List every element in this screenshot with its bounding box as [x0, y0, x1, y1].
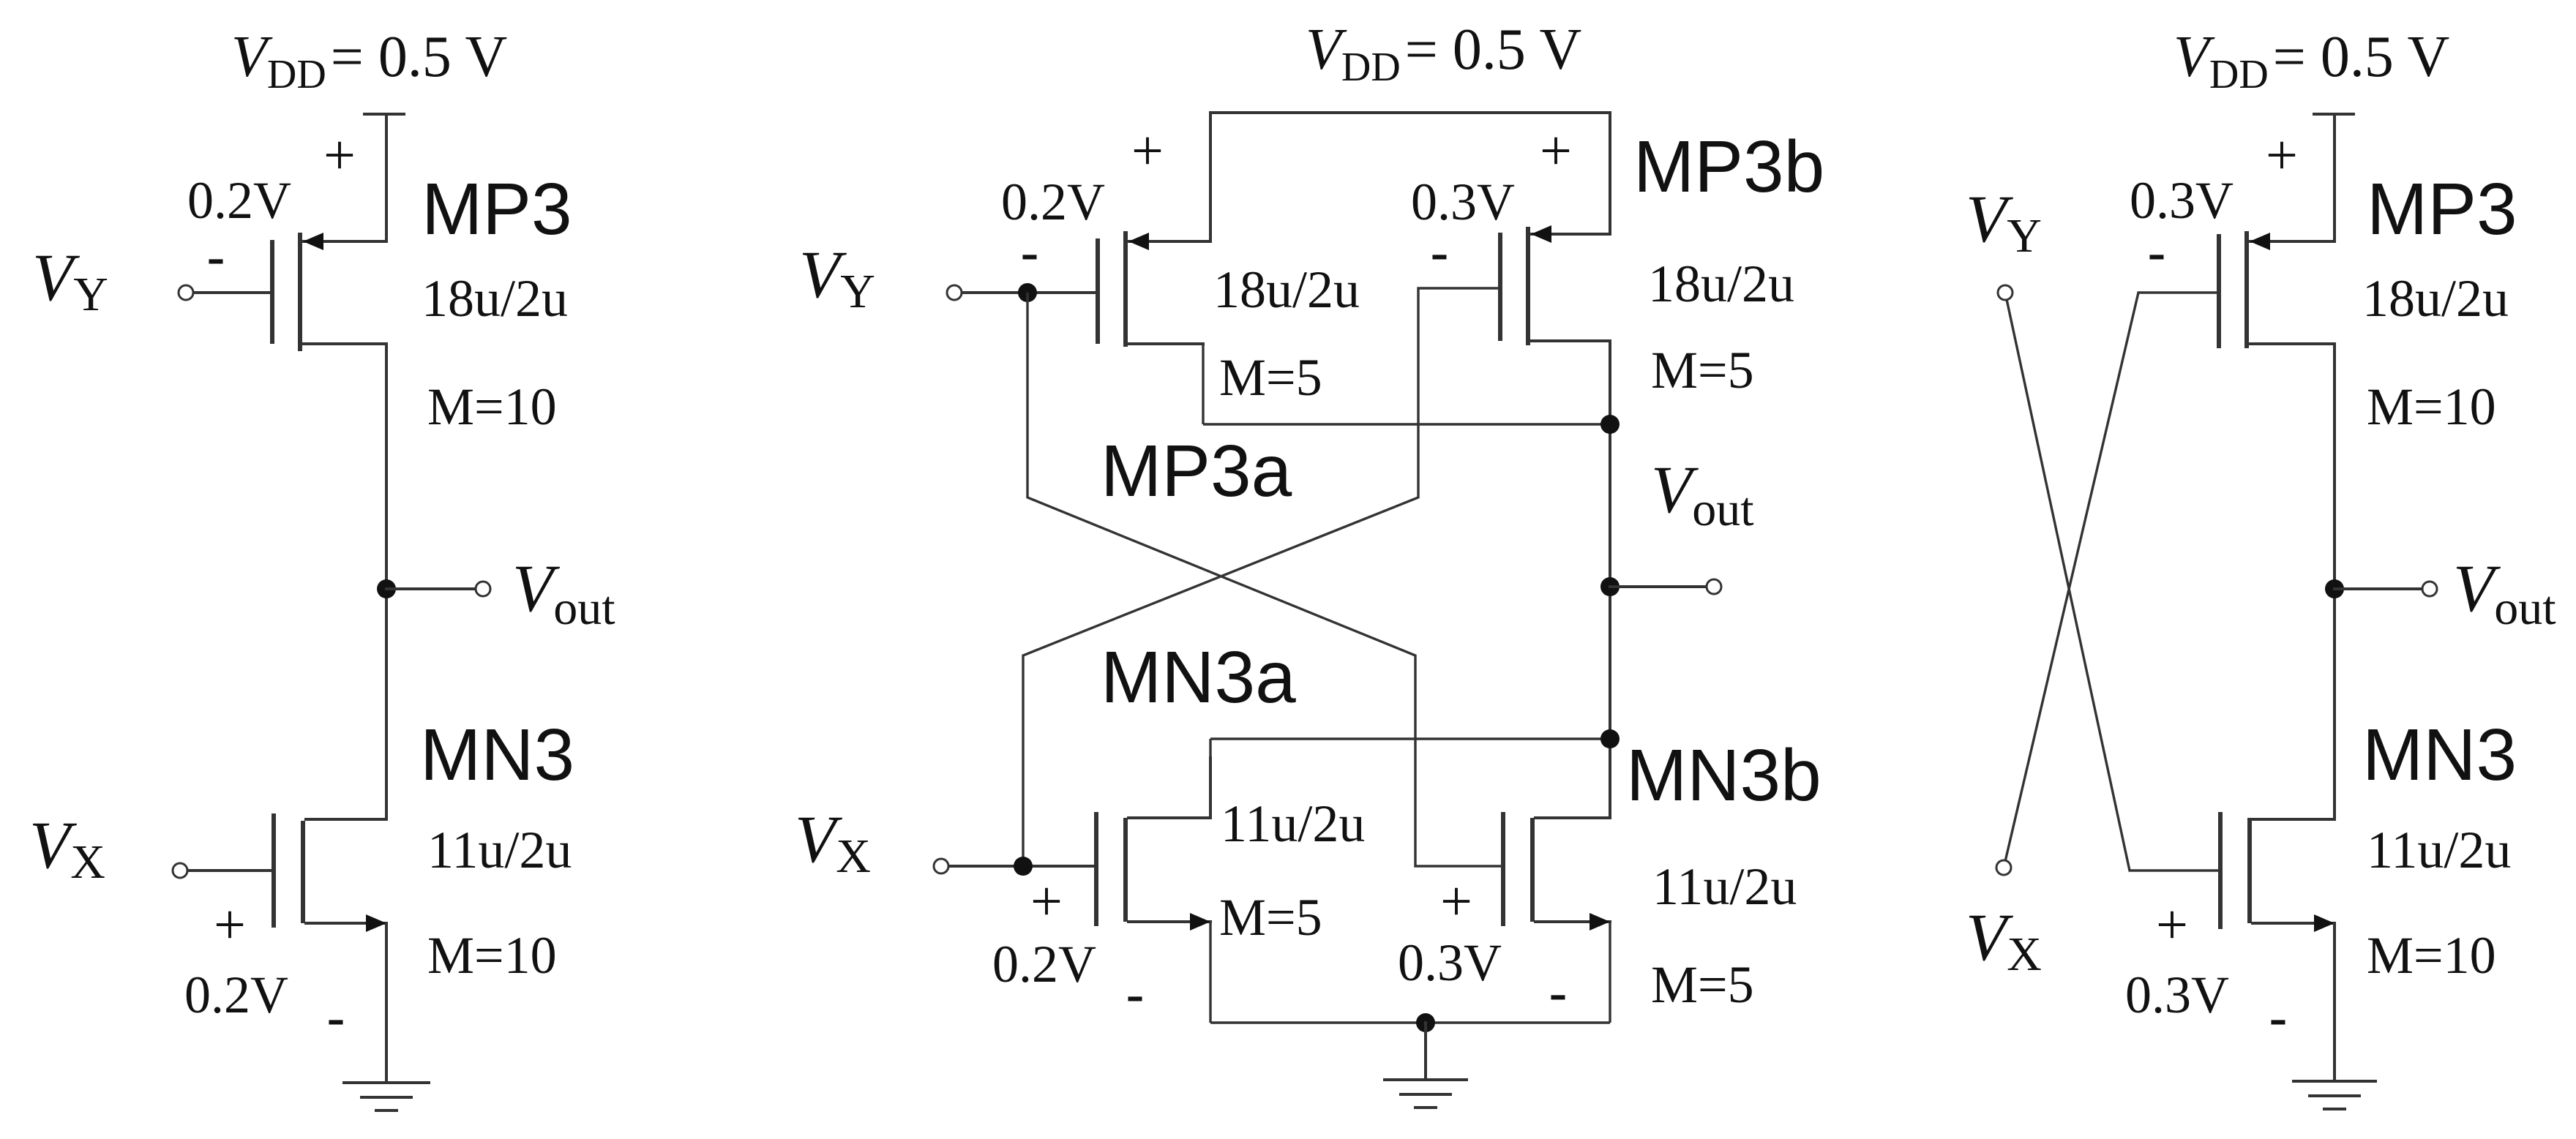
right-vy-terminal	[1996, 284, 2014, 301]
right-vx-terminal	[1995, 859, 2012, 876]
right-mn3-mult: M=10	[2367, 926, 2496, 985]
middle-mp3b-name: MP3b	[1633, 126, 1824, 208]
middle-mn3b-minus: -	[1549, 961, 1568, 1025]
middle-vdd-label: VDD= 0.5 V	[1306, 18, 1581, 90]
middle-mn3a-size: 11u/2u	[1221, 794, 1365, 853]
right-mp3-minus: -	[2147, 220, 2166, 285]
middle-mn3a-plus: +	[1030, 869, 1063, 933]
middle-circuit: VDD= 0.5 V VY	[795, 18, 1824, 1109]
left-mn3-size: 11u/2u	[427, 821, 572, 879]
left-out-terminal	[474, 580, 492, 598]
middle-mp3a-plus: +	[1131, 119, 1164, 182]
left-nmos-arrow	[366, 914, 386, 932]
middle-nmos-mn3a	[1094, 756, 1212, 931]
right-pmos-mp3	[2217, 231, 2336, 348]
right-nmos-mn3	[2218, 812, 2336, 932]
middle-ground-symbol	[1383, 1078, 1468, 1109]
middle-cross-wire-vx	[1022, 287, 1500, 866]
left-vy-label: VY	[32, 240, 108, 321]
middle-mp3a-bias: 0.2V	[1001, 173, 1105, 231]
middle-mp3a-name: MP3a	[1101, 430, 1292, 512]
middle-vy-label: VY	[799, 237, 875, 318]
left-circuit: VDD= 0.5 V VY Vout	[29, 25, 615, 1112]
right-mp3-name: MP3	[2367, 168, 2517, 250]
left-vdd-label: VDD= 0.5 V	[231, 25, 507, 97]
middle-mp3b-minus: -	[1430, 220, 1449, 285]
middle-pmos-node	[1600, 415, 1620, 434]
right-mp3-bias: 0.3V	[2130, 171, 2234, 230]
right-ground-symbol	[2292, 1080, 2377, 1110]
left-mn3-plus: +	[214, 892, 246, 956]
right-vy-label: VY	[1966, 181, 2042, 263]
middle-out-terminal	[1705, 578, 1723, 595]
right-mn3-name: MN3	[2362, 714, 2517, 796]
right-mp3-plus: +	[2266, 123, 2298, 187]
middle-mp3b-size: 18u/2u	[1648, 255, 1794, 313]
middle-mn3b-plus: +	[1440, 869, 1472, 933]
left-vy-terminal	[177, 284, 195, 301]
middle-nmos-mn3b	[1501, 812, 1611, 931]
middle-mn3b-mult: M=5	[1651, 955, 1754, 1014]
middle-mp3b-bias: 0.3V	[1411, 173, 1515, 231]
middle-mn3a-arrow	[1190, 913, 1210, 931]
middle-mn3a-minus: -	[1126, 962, 1145, 1026]
middle-pmos-mp3b	[1498, 225, 1611, 345]
right-mn3-plus: +	[2156, 892, 2188, 956]
middle-mn3b-size: 11u/2u	[1652, 857, 1797, 916]
left-mp3-plus: +	[323, 123, 356, 187]
middle-mp3a-mult: M=5	[1219, 348, 1322, 407]
middle-vx-terminal	[932, 857, 950, 875]
right-vout-label: Vout	[2453, 551, 2556, 635]
left-mp3-name: MP3	[422, 168, 572, 250]
middle-vy-terminal	[946, 284, 963, 301]
left-mp3-mult: M=10	[427, 377, 557, 436]
right-mp3-size: 18u/2u	[2362, 269, 2509, 328]
left-pmos-arrow	[303, 233, 323, 250]
middle-mp3a-size: 18u/2u	[1213, 260, 1360, 319]
middle-vx-label: VX	[795, 802, 871, 883]
middle-mp3a-arrow	[1128, 233, 1149, 250]
right-out-terminal	[2421, 580, 2438, 598]
middle-mn3a-name: MN3a	[1101, 636, 1296, 718]
middle-cross-wire-vy	[1026, 293, 1503, 868]
right-pmos-arrow	[2250, 233, 2270, 250]
left-mp3-bias: 0.2V	[187, 171, 291, 230]
middle-mn3a-bias: 0.2V	[992, 935, 1096, 993]
left-pmos-mp3	[270, 233, 388, 351]
right-vdd-label: VDD= 0.5 V	[2174, 25, 2449, 97]
middle-vout-label: Vout	[1651, 452, 1754, 536]
right-mp3-mult: M=10	[2367, 377, 2496, 436]
right-mn3-size: 11u/2u	[2367, 821, 2511, 879]
left-mn3-mult: M=10	[427, 926, 557, 985]
left-mp3-size: 18u/2u	[422, 269, 568, 328]
middle-mn3b-arrow	[1590, 913, 1610, 931]
middle-mp3b-mult: M=5	[1651, 341, 1754, 399]
right-cross-wire-vx	[2002, 291, 2219, 868]
middle-mn3a-mult: M=5	[1219, 888, 1322, 947]
right-cross-wire-vy	[2004, 292, 2219, 872]
left-mn3-name: MN3	[420, 714, 574, 796]
left-nmos-mn3	[272, 813, 388, 932]
middle-vx-node	[1014, 857, 1033, 876]
middle-mn3b-bias: 0.3V	[1398, 933, 1502, 992]
left-mn3-bias: 0.2V	[184, 966, 288, 1024]
right-nmos-arrow	[2314, 914, 2334, 932]
right-vx-label: VX	[1966, 900, 2042, 981]
middle-mp3a-minus: -	[1020, 220, 1039, 285]
middle-mp3b-plus: +	[1540, 119, 1572, 182]
right-mn3-bias: 0.3V	[2125, 966, 2229, 1024]
left-vout-label: Vout	[512, 551, 615, 635]
middle-mn3b-name: MN3b	[1626, 734, 1821, 816]
middle-nmos-node	[1600, 729, 1620, 748]
left-mp3-minus: -	[206, 225, 225, 289]
left-ground-symbol	[342, 1081, 430, 1112]
middle-pmos-mp3a	[1096, 231, 1212, 347]
right-mn3-minus: -	[2269, 985, 2288, 1050]
left-mn3-minus: -	[326, 985, 345, 1050]
left-vx-label: VX	[29, 808, 105, 889]
left-vx-terminal	[171, 862, 189, 879]
right-circuit: VDD= 0.5 V VY VX Vout	[1966, 25, 2556, 1110]
middle-mp3b-arrow	[1531, 225, 1551, 243]
